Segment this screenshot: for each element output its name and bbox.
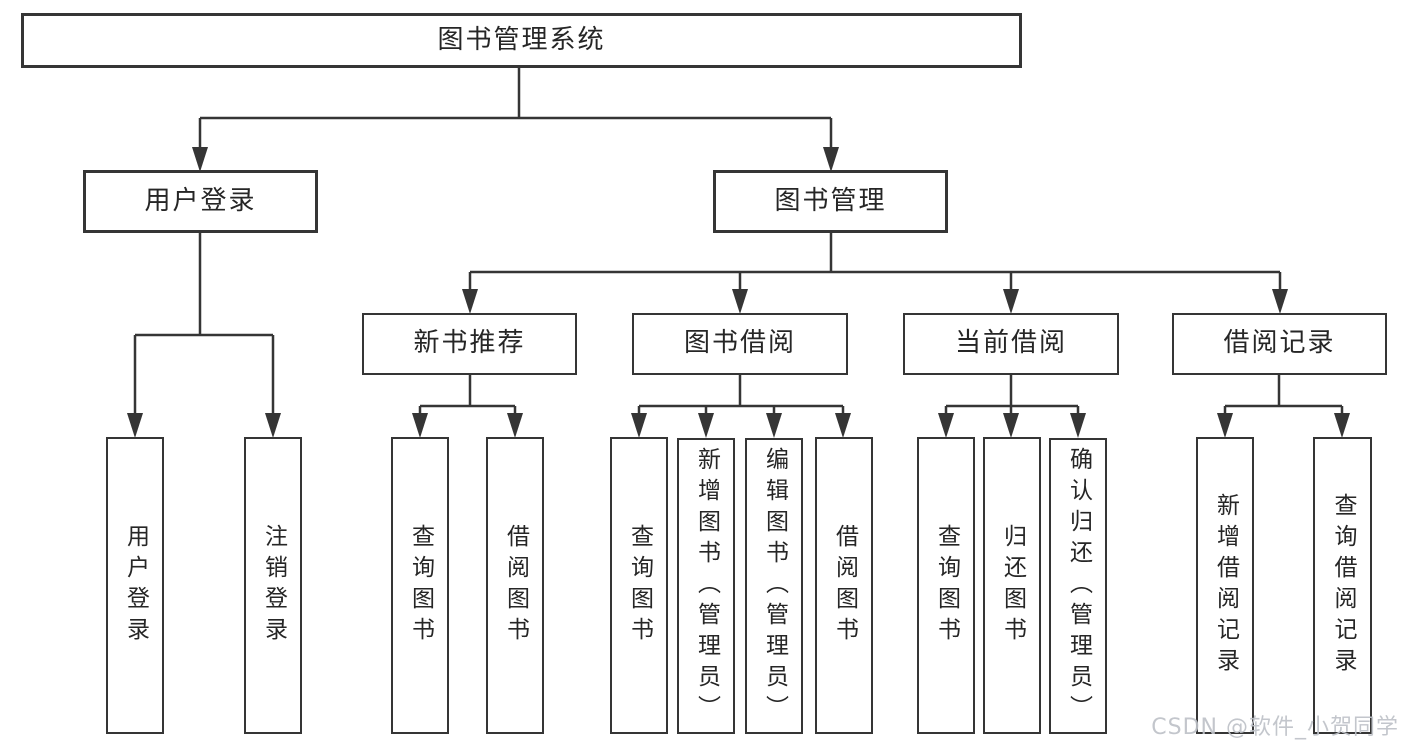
node-leaf-user-login: 用户登录	[106, 437, 164, 734]
node-leaf-bb-borrow-books: 借阅图书	[815, 437, 873, 734]
node-leaf-cb-return-books: 归还图书	[983, 437, 1041, 734]
node-leaf-logout: 注销登录	[244, 437, 302, 734]
node-library-management-system: 图书管理系统	[21, 13, 1022, 68]
arrowhead-icon	[766, 413, 782, 438]
node-user-login-group: 用户登录	[83, 170, 318, 233]
arrowhead-icon	[1070, 413, 1086, 438]
watermark-csdn: CSDN @软件_小贺同学	[1151, 715, 1399, 740]
arrowhead-icon	[1003, 289, 1019, 314]
node-book-management: 图书管理	[713, 170, 948, 233]
node-new-book-recommend: 新书推荐	[362, 313, 577, 375]
node-leaf-cb-query-books: 查询图书	[917, 437, 975, 734]
arrowhead-icon	[127, 413, 143, 438]
node-leaf-nbr-query-books: 查询图书	[391, 437, 449, 734]
node-current-borrowing: 当前借阅	[903, 313, 1119, 375]
node-leaf-br-query-record: 查询借阅记录	[1313, 437, 1372, 734]
connector-lines	[133, 68, 1344, 418]
arrowhead-icon	[1003, 413, 1019, 438]
arrowhead-icon	[265, 413, 281, 438]
arrowhead-icon	[1272, 289, 1288, 314]
arrowhead-icon	[938, 413, 954, 438]
arrowhead-icon	[192, 147, 208, 172]
node-book-borrowing: 图书借阅	[632, 313, 848, 375]
arrowhead-icon	[823, 147, 839, 172]
arrowhead-icon	[1334, 413, 1350, 438]
node-leaf-bb-query-books: 查询图书	[610, 437, 668, 734]
node-leaf-br-add-record: 新增借阅记录	[1196, 437, 1254, 734]
arrowhead-icon	[732, 289, 748, 314]
arrowhead-icon	[631, 413, 647, 438]
node-leaf-bb-edit-books-admin: 编辑图书（管理员）	[745, 438, 803, 734]
node-leaf-nbr-borrow-books: 借阅图书	[486, 437, 544, 734]
arrowhead-icon	[835, 413, 851, 438]
arrowhead-icons	[127, 147, 1350, 438]
node-leaf-bb-add-books-admin: 新增图书（管理员）	[677, 438, 735, 734]
arrowhead-icon	[462, 289, 478, 314]
arrowhead-icon	[698, 413, 714, 438]
arrowhead-icon	[507, 413, 523, 438]
node-leaf-cb-confirm-return-admin: 确认归还（管理员）	[1049, 438, 1107, 734]
arrowhead-icon	[1217, 413, 1233, 438]
node-borrow-records: 借阅记录	[1172, 313, 1387, 375]
arrowhead-icon	[412, 413, 428, 438]
